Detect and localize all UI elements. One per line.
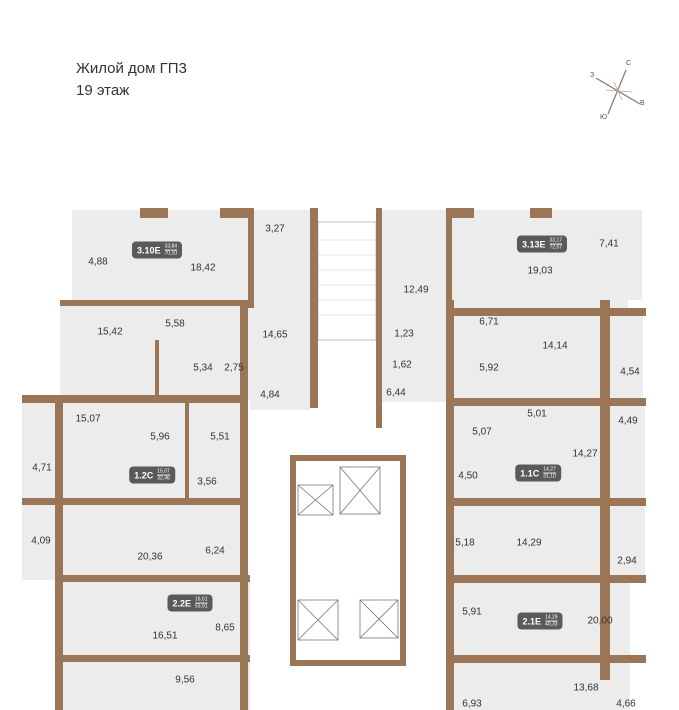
room-area: 13,68 (573, 682, 599, 694)
living-area: 15,07 (157, 468, 170, 476)
apartment-code: 2.1Е (522, 616, 541, 626)
elevator-shafts (297, 466, 399, 641)
living-area: 14,29 (545, 614, 558, 622)
room-area: 5,18 (455, 537, 475, 549)
room-area: 18,42 (190, 262, 216, 274)
room-area: 5,96 (150, 431, 170, 443)
room-area: 8,65 (215, 622, 235, 634)
room-area: 6,24 (205, 545, 225, 557)
room-area: 3,27 (265, 223, 285, 235)
room-area: 7,41 (599, 238, 619, 250)
apartment-code: 3.13Е (521, 239, 546, 249)
apartment-code: 1.1С (520, 468, 540, 478)
room-area: 6,71 (479, 316, 499, 328)
living-area: 33,84 (164, 243, 178, 251)
apartment-code: 2.2Е (172, 598, 191, 608)
total-area: 40,33 (545, 621, 558, 628)
room-area: 4,84 (260, 389, 280, 401)
room-area: 5,01 (527, 408, 547, 420)
room-area: 1,62 (392, 359, 412, 371)
room-area: 9,56 (175, 674, 195, 686)
room-area: 4,88 (88, 256, 108, 268)
total-area: 70,10 (164, 250, 178, 257)
living-area: 14,27 (543, 466, 556, 474)
room-area: 5,58 (165, 318, 185, 330)
room-area: 5,91 (462, 606, 482, 618)
apartment-code: 3.10Е (136, 245, 161, 255)
room-area: 14,14 (542, 340, 568, 352)
compass-west: З (590, 72, 595, 79)
apartment-code: 1.2С (134, 470, 154, 480)
building-title: Жилой дом ГП3 (76, 60, 187, 77)
total-area: 31,10 (543, 473, 556, 480)
living-area: 33,17 (549, 237, 563, 245)
room-area: 5,07 (472, 426, 492, 438)
room-area: 5,51 (210, 431, 230, 443)
compass-south: Ю (600, 114, 608, 121)
room-area: 20,36 (137, 551, 163, 563)
room-area: 6,93 (462, 698, 482, 710)
room-area: 15,07 (75, 413, 101, 425)
room-area: 19,03 (527, 265, 553, 277)
room-area: 4,49 (618, 415, 638, 427)
total-area: 72,07 (549, 244, 563, 251)
compass-rose-icon: С З В Ю (588, 60, 648, 124)
room-area: 3,56 (197, 476, 217, 488)
living-area: 16,51 (195, 596, 208, 604)
room-area: 12,49 (403, 284, 429, 296)
room-area: 5,34 (193, 362, 213, 374)
room-area: 1,23 (394, 328, 414, 340)
room-area: 2,94 (617, 555, 637, 567)
room-area: 4,09 (31, 535, 51, 547)
room-area: 4,71 (32, 462, 52, 474)
room-area: 5,92 (479, 362, 499, 374)
total-area: 53,91 (195, 603, 208, 610)
total-area: 32,46 (157, 475, 170, 482)
room-area: 16,51 (152, 630, 178, 642)
room-area: 14,27 (572, 448, 598, 460)
room-area: 4,54 (620, 366, 640, 378)
room-area: 14,29 (516, 537, 542, 549)
floor-label: 19 этаж (76, 82, 130, 99)
staircase (317, 221, 377, 341)
room-area: 2,75 (224, 362, 244, 374)
room-area: 14,65 (262, 329, 288, 341)
room-area: 20,00 (587, 615, 613, 627)
compass-north: С (626, 60, 632, 67)
room-area: 4,66 (616, 698, 636, 710)
room-area: 6,44 (386, 387, 406, 399)
compass-east: В (640, 100, 645, 107)
room-area: 15,42 (97, 326, 123, 338)
room-area: 4,50 (458, 470, 478, 482)
